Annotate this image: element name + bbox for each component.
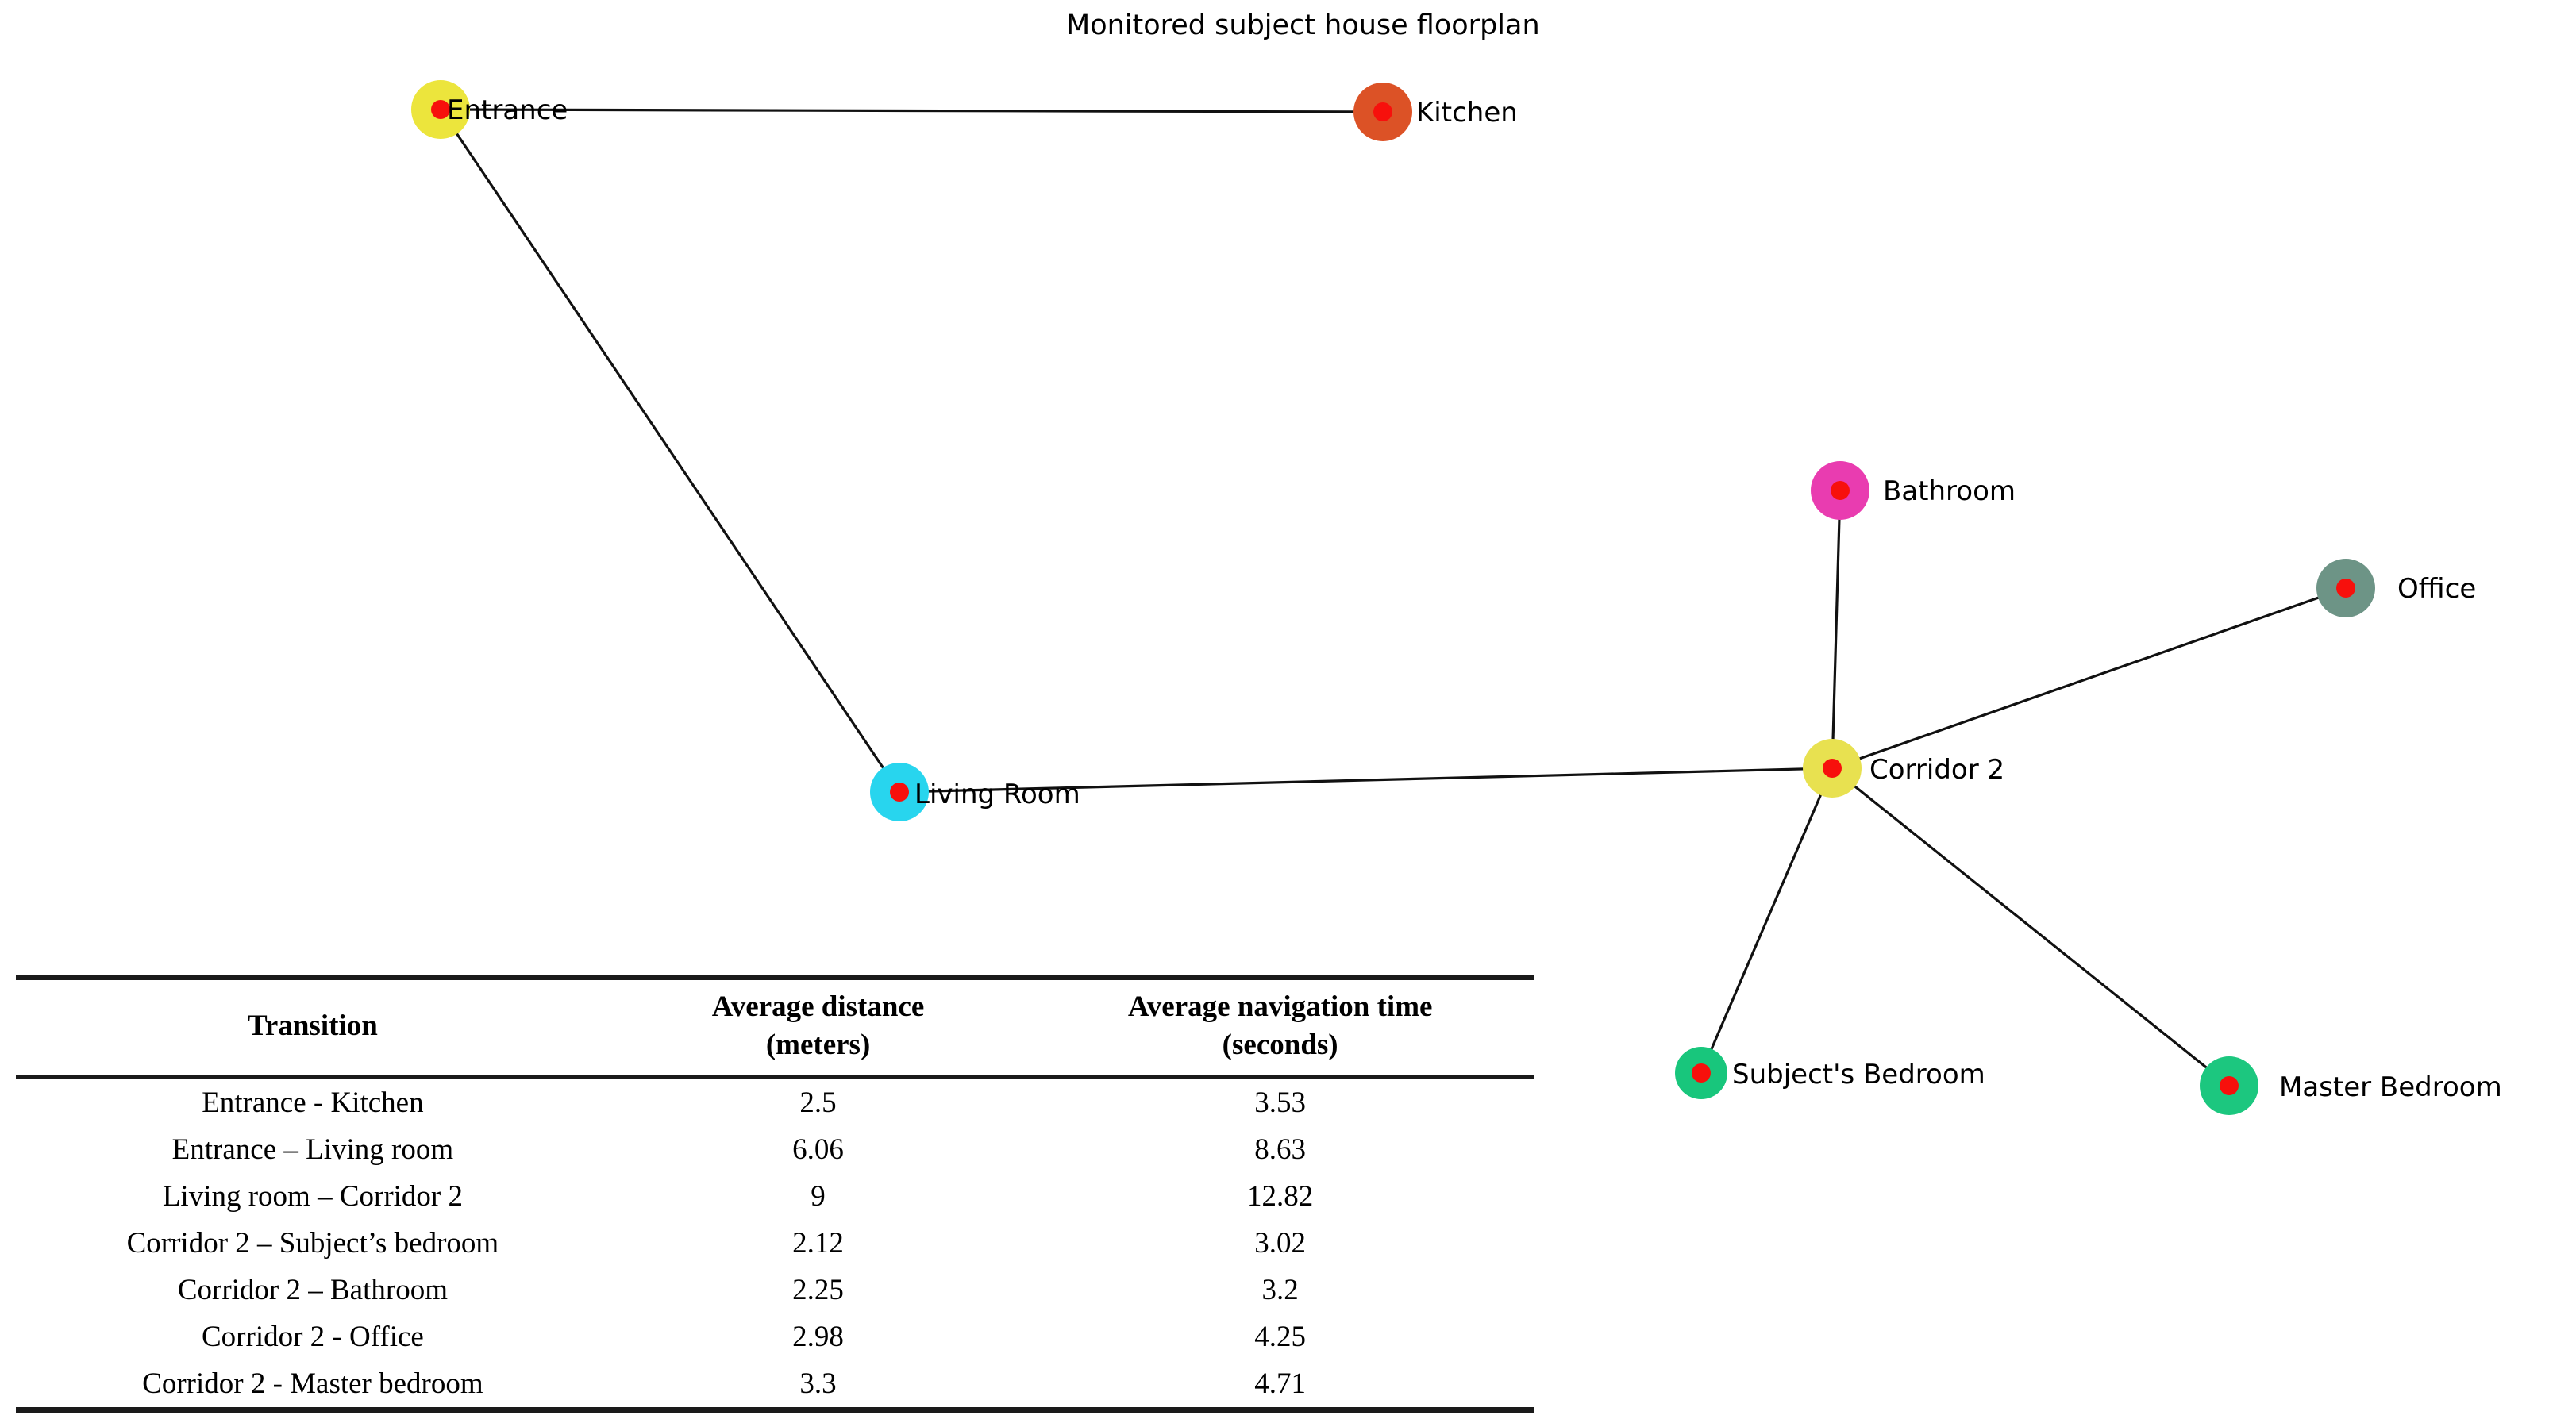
transition-table: Transition Average distance (meters) Ave…: [16, 975, 1534, 1413]
node-subjects-bedroom: Subject's Bedroom: [1675, 1047, 1985, 1099]
header-transition: Transition: [16, 977, 610, 1080]
table-row: Entrance - Kitchen 2.5 3.53: [16, 1078, 1534, 1127]
node-master-bedroom: Master Bedroom: [2200, 1056, 2502, 1115]
cell-time: 4.71: [1254, 1367, 1307, 1401]
table-row: Corridor 2 - Office 2.98 4.25: [16, 1313, 1534, 1360]
node-office-dot: [2336, 579, 2355, 598]
node-subjects-bedroom-dot: [1692, 1063, 1711, 1083]
cell-transition: Entrance - Kitchen: [202, 1086, 424, 1120]
cell-distance: 2.25: [792, 1274, 844, 1307]
node-living-room-label: Living Room: [914, 779, 1080, 810]
cell-time: 12.82: [1247, 1180, 1314, 1213]
table-row: Corridor 2 – Subject’s bedroom 2.12 3.02: [16, 1220, 1534, 1267]
edge-corridor-2-bathroom: [1831, 490, 1842, 769]
header-average-distance: Average distance (meters): [609, 977, 1027, 1080]
node-kitchen-label: Kitchen: [1416, 97, 1518, 129]
node-office: Office: [2316, 559, 2476, 617]
node-entrance-dot: [431, 100, 450, 119]
table-header-row: Transition Average distance (meters) Ave…: [16, 977, 1534, 1080]
cell-time: 3.2: [1261, 1274, 1299, 1307]
edge-corridor-2-office: [1831, 587, 2347, 770]
cell-distance: 2.5: [799, 1086, 837, 1120]
table-row: Corridor 2 - Master bedroom 3.3 4.71: [16, 1360, 1534, 1410]
node-entrance: Entrance: [411, 80, 568, 139]
cell-transition: Living room – Corridor 2: [162, 1180, 463, 1213]
cell-transition: Corridor 2 – Bathroom: [177, 1274, 448, 1307]
cell-distance: 2.98: [792, 1321, 844, 1354]
cell-transition: Corridor 2 - Master bedroom: [142, 1367, 483, 1401]
edge-entrance-living-room: [439, 109, 901, 793]
cell-time: 3.53: [1254, 1086, 1307, 1120]
node-subjects-bedroom-label: Subject's Bedroom: [1732, 1059, 1985, 1090]
cell-distance: 9: [811, 1180, 826, 1213]
cell-time: 3.02: [1254, 1227, 1307, 1260]
cell-transition: Entrance – Living room: [171, 1133, 454, 1167]
node-corridor-2-dot: [1823, 759, 1842, 778]
table-row: Entrance – Living room 6.06 8.63: [16, 1126, 1534, 1173]
node-corridor-2-label: Corridor 2: [1869, 754, 2004, 786]
node-master-bedroom-label: Master Bedroom: [2279, 1071, 2502, 1103]
cell-distance: 2.12: [792, 1227, 844, 1260]
cell-time: 4.25: [1254, 1321, 1307, 1354]
cell-distance: 6.06: [792, 1133, 844, 1167]
node-master-bedroom-dot: [2220, 1076, 2239, 1095]
cell-distance: 3.3: [799, 1367, 837, 1401]
node-kitchen-dot: [1373, 102, 1392, 121]
node-entrance-label: Entrance: [447, 94, 568, 126]
edge-corridor-2-master-bedroom: [1831, 767, 2230, 1087]
node-bathroom-label: Bathroom: [1883, 475, 2016, 507]
node-kitchen: Kitchen: [1353, 83, 1518, 141]
node-living-room: Living Room: [870, 763, 1080, 821]
header-average-navigation-time: Average navigation time (seconds): [1026, 977, 1534, 1080]
cell-transition: Corridor 2 - Office: [202, 1321, 424, 1354]
cell-time: 8.63: [1254, 1133, 1307, 1167]
figure-title: Monitored subject house floorplan: [1066, 10, 1540, 41]
cell-transition: Corridor 2 – Subject’s bedroom: [126, 1227, 499, 1260]
edge-living-room-corridor-2: [899, 767, 1833, 794]
node-office-label: Office: [2397, 573, 2476, 605]
table-row: Living room – Corridor 2 9 12.82: [16, 1173, 1534, 1220]
table-row: Corridor 2 – Bathroom 2.25 3.2: [16, 1267, 1534, 1313]
transition-table-container: Transition Average distance (meters) Ave…: [16, 975, 1534, 1413]
edge-corridor-2-subjects-bedroom: [1700, 767, 1834, 1074]
node-bathroom-dot: [1831, 481, 1850, 500]
node-corridor-2: Corridor 2: [1803, 739, 2004, 798]
edge-entrance-kitchen: [440, 108, 1384, 113]
node-living-room-dot: [890, 783, 909, 802]
node-bathroom: Bathroom: [1811, 461, 2016, 520]
